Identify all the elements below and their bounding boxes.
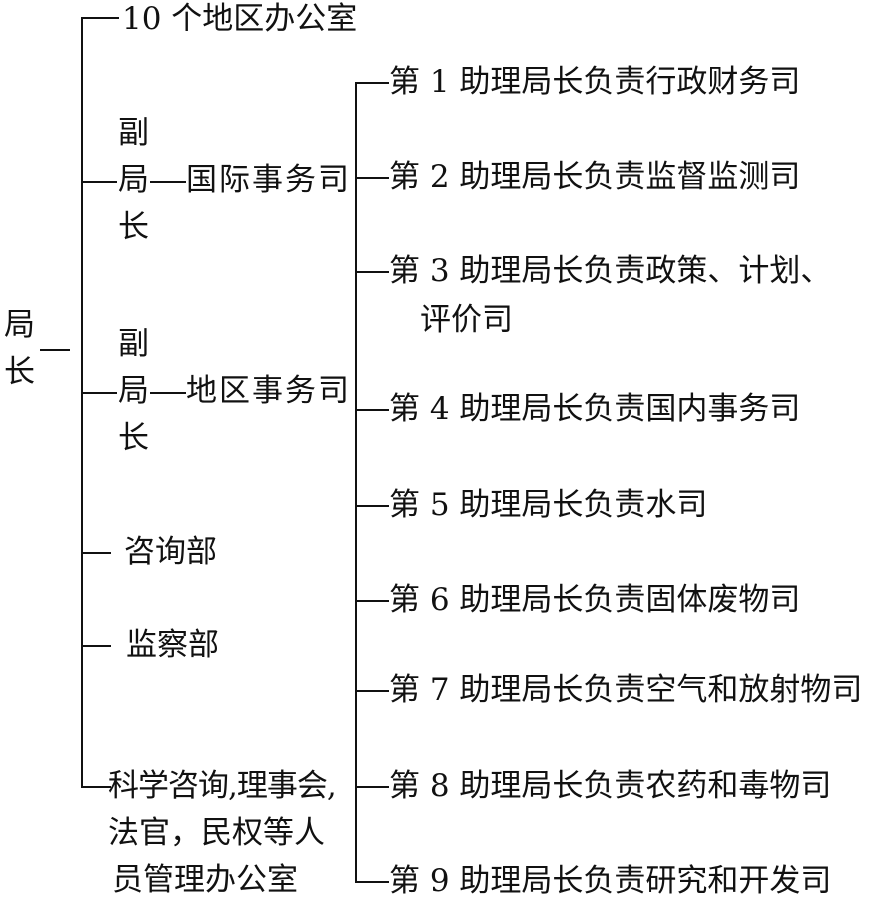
assistant-dept-3-continuation: 评价司 bbox=[420, 302, 513, 338]
science-office-line2: 法官，民权等人 bbox=[108, 815, 325, 851]
director-label: 局 长 bbox=[4, 310, 38, 388]
assistant-dept-8: 第 8 助理局长负责农药和毒物司 bbox=[389, 768, 832, 804]
deputy-director-intl: 副 局 长 bbox=[118, 118, 152, 243]
assistant-dept-1: 第 1 助理局长负责行政财务司 bbox=[389, 64, 801, 100]
advisory-dept: 咨询部 bbox=[124, 534, 217, 570]
assistant-dept-7: 第 7 助理局长负责空气和放射物司 bbox=[389, 672, 863, 708]
branch-line bbox=[81, 786, 111, 788]
char: 局 bbox=[118, 162, 149, 198]
director-char-1: 局 bbox=[4, 307, 35, 343]
director-connector bbox=[40, 349, 70, 351]
assistant-branch-line bbox=[355, 271, 389, 273]
char: 副 bbox=[118, 115, 149, 151]
char: 局 bbox=[118, 373, 149, 409]
branch-line bbox=[81, 552, 111, 554]
assistant-dept-3: 第 3 助理局长负责政策、计划、 bbox=[389, 253, 832, 289]
assistant-branch-line bbox=[355, 786, 389, 788]
branch-line bbox=[81, 392, 117, 394]
assistant-branch-line bbox=[355, 409, 389, 411]
assistant-dept-4: 第 4 助理局长负责国内事务司 bbox=[389, 391, 801, 427]
intl-affairs-dept: 国际事务司 bbox=[186, 162, 351, 198]
branch-line bbox=[81, 181, 117, 183]
char: 长 bbox=[118, 420, 149, 456]
dept-connector bbox=[150, 181, 186, 183]
level1-trunk-line bbox=[81, 17, 83, 788]
assistant-dept-9: 第 9 助理局长负责研究和开发司 bbox=[389, 863, 832, 899]
dept-connector bbox=[150, 392, 186, 394]
char: 副 bbox=[118, 326, 149, 362]
branch-line bbox=[81, 17, 119, 19]
assistant-dept-5: 第 5 助理局长负责水司 bbox=[389, 487, 708, 523]
assistant-dept-2: 第 2 助理局长负责监督监测司 bbox=[389, 159, 801, 195]
science-office-line3: 员管理办公室 bbox=[112, 862, 298, 898]
assistant-branch-line bbox=[355, 177, 389, 179]
assistant-branch-line bbox=[355, 600, 389, 602]
assistant-branch-line bbox=[355, 690, 389, 692]
assistant-branch-line bbox=[355, 505, 389, 507]
director-char-2: 长 bbox=[4, 354, 35, 390]
inspection-dept: 监察部 bbox=[126, 627, 219, 663]
deputy-director-regional: 副 局 长 bbox=[118, 329, 152, 454]
assistants-trunk-line bbox=[355, 82, 357, 883]
assistant-branch-line bbox=[355, 881, 389, 883]
assistant-branch-line bbox=[355, 82, 389, 84]
regional-offices: 10 个地区办公室 bbox=[122, 1, 358, 37]
branch-line bbox=[81, 645, 111, 647]
char: 长 bbox=[118, 209, 149, 245]
assistant-dept-6: 第 6 助理局长负责固体废物司 bbox=[389, 582, 801, 618]
regional-affairs-dept: 地区事务司 bbox=[186, 373, 351, 409]
science-office-line1: 科学咨询,理事会, bbox=[108, 768, 337, 804]
